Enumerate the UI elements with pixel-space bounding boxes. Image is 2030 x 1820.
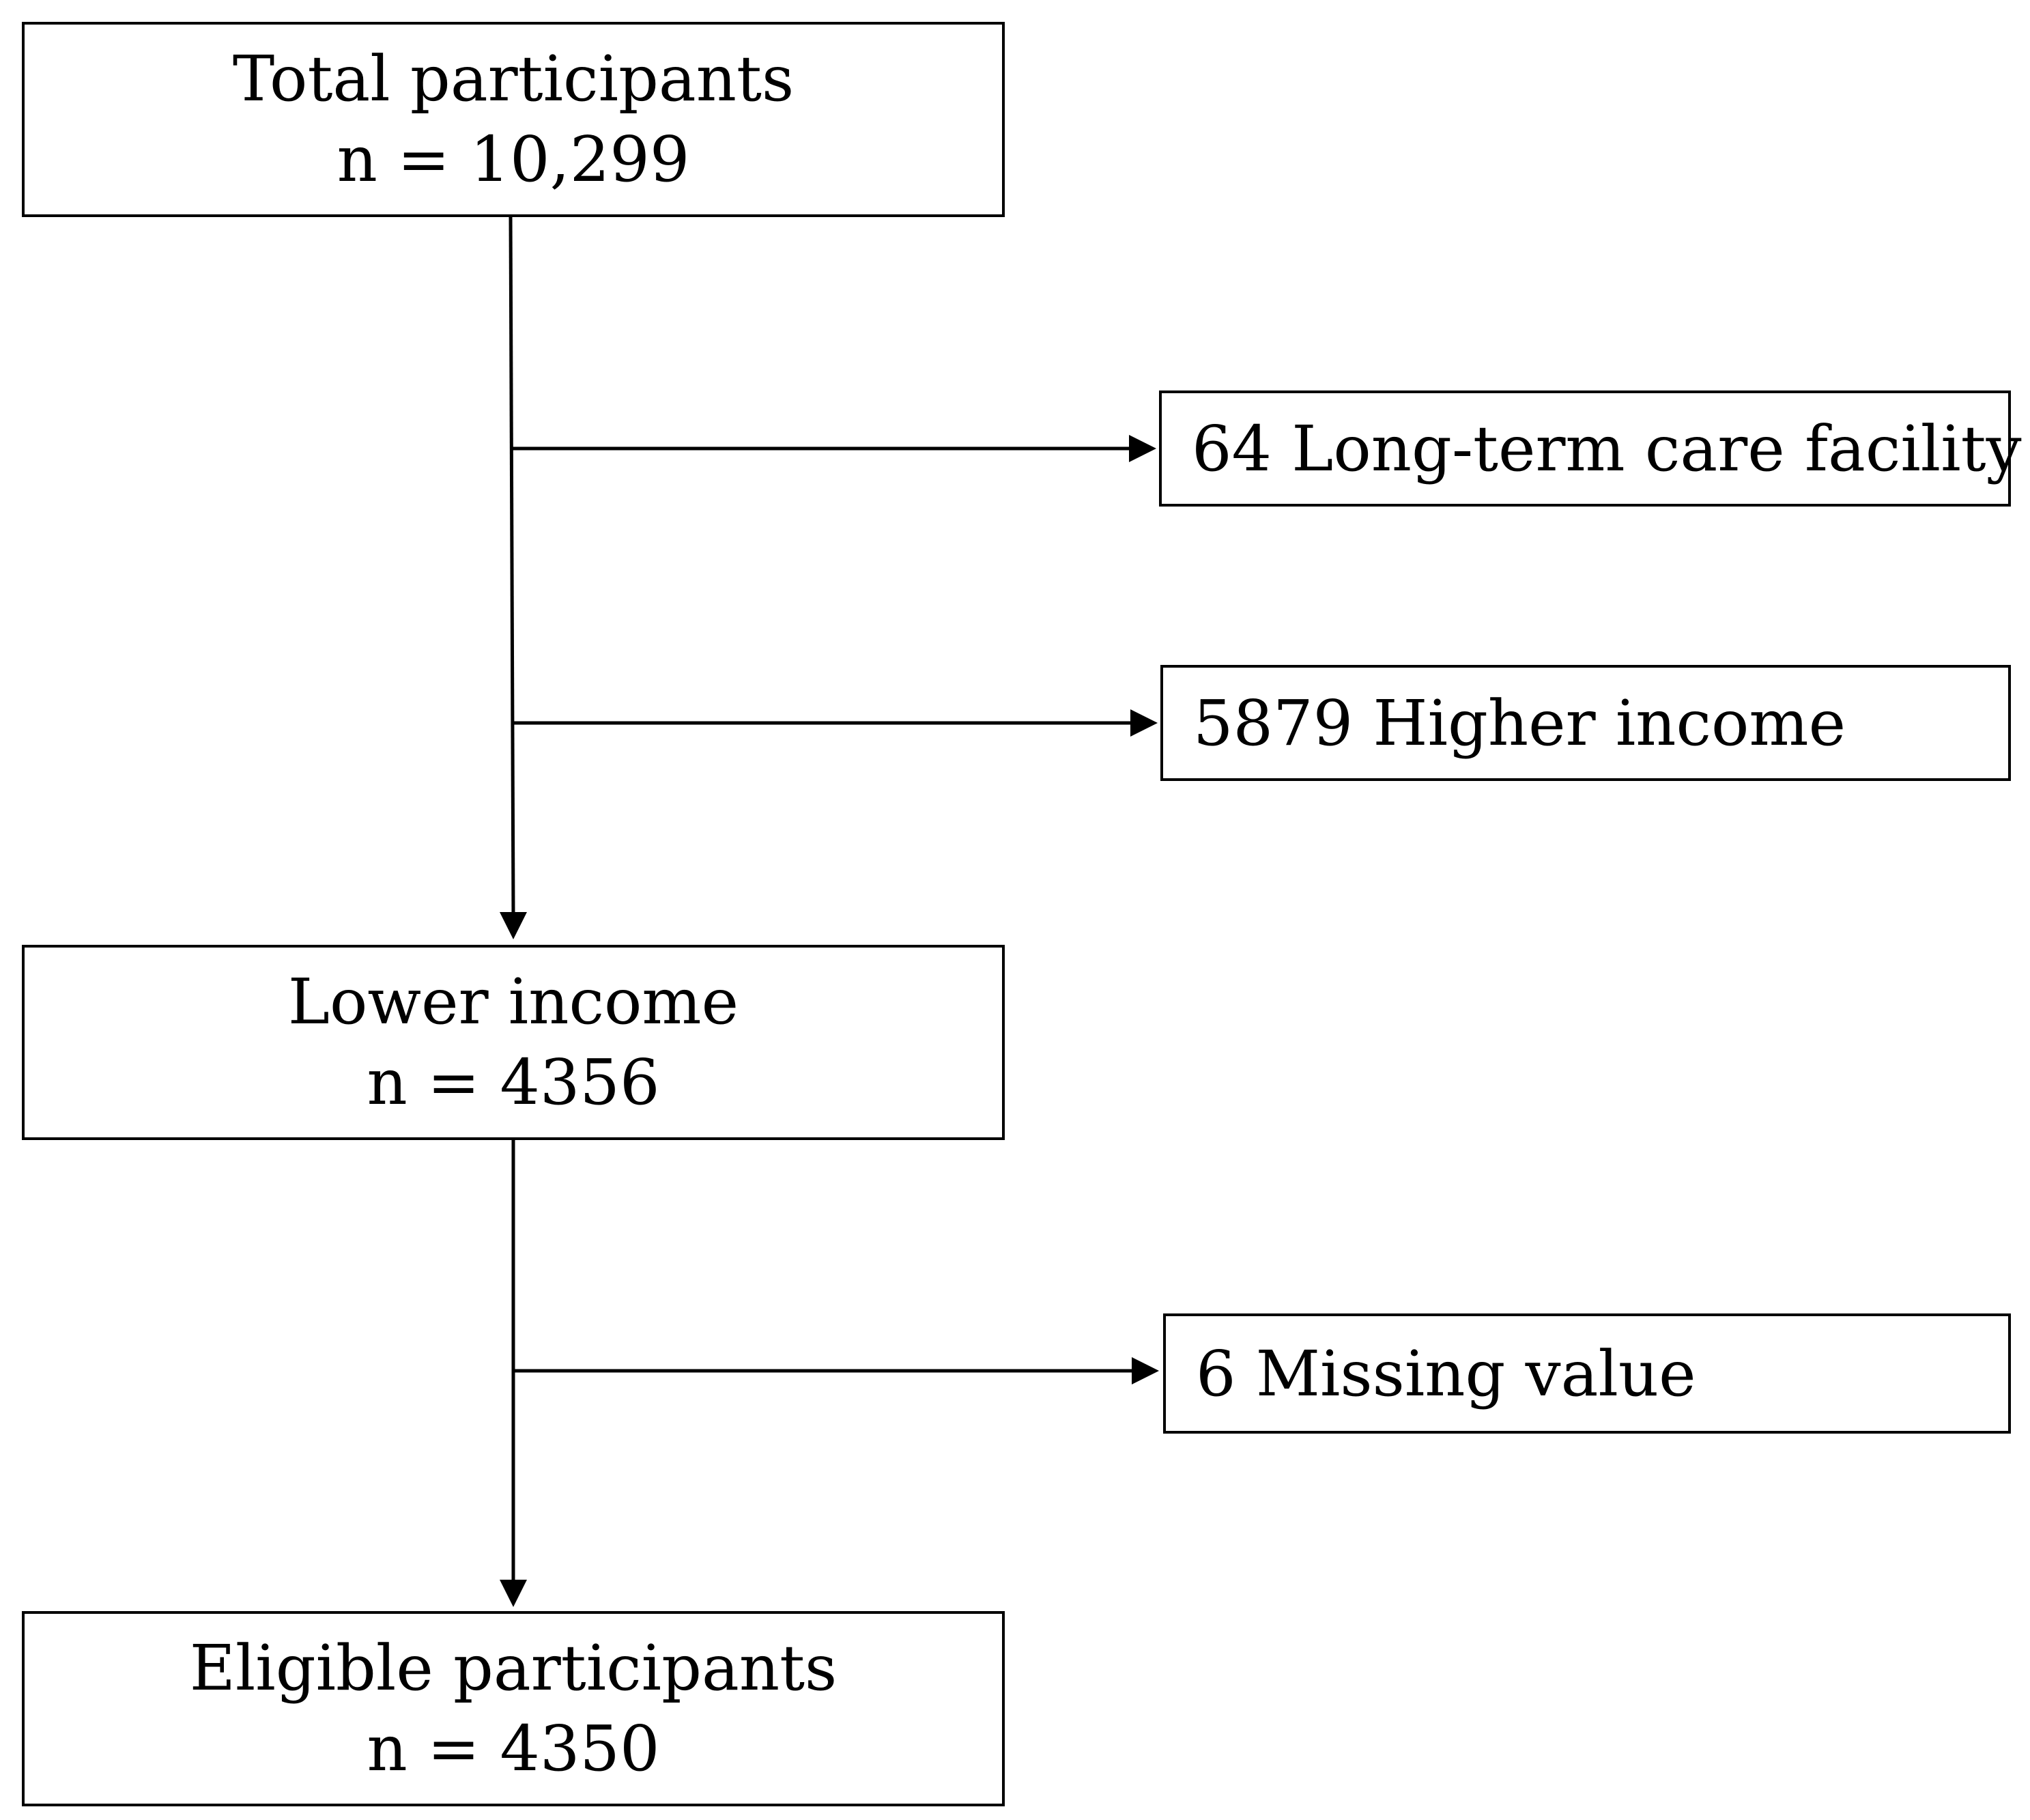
total-participants-title: Total participants bbox=[232, 42, 795, 115]
arrowhead-to-ltc bbox=[1129, 435, 1156, 462]
lower-income-box: Lower income n = 4356 bbox=[22, 945, 1005, 1140]
eligible-participants-box: Eligible participants n = 4350 bbox=[22, 1611, 1005, 1806]
lower-income-count: n = 4356 bbox=[367, 1046, 660, 1119]
exclusion-income-label: 5879 Higher income bbox=[1193, 686, 1846, 760]
eligible-participants-count: n = 4350 bbox=[367, 1712, 660, 1785]
eligible-participants-title: Eligible participants bbox=[189, 1632, 838, 1705]
arrowhead-to-lower bbox=[500, 912, 527, 939]
arrowhead-to-income bbox=[1130, 709, 1158, 737]
exclusion-missing-label: 6 Missing value bbox=[1196, 1337, 1696, 1410]
exclusion-ltc-label: 64 Long-term care facility bbox=[1192, 412, 2022, 485]
total-participants-count: n = 10,299 bbox=[337, 123, 690, 196]
exclusion-box-ltc: 64 Long-term care facility bbox=[1159, 390, 2022, 507]
total-participants-box: Total participants n = 10,299 bbox=[22, 22, 1005, 217]
trunk-line-upper bbox=[509, 216, 515, 915]
exclusion-box-missing-value: 6 Missing value bbox=[1163, 1313, 2011, 1434]
arrowhead-to-missing bbox=[1132, 1357, 1159, 1384]
lower-income-title: Lower income bbox=[287, 965, 739, 1038]
exclusion-box-higher-income: 5879 Higher income bbox=[1160, 665, 2011, 781]
arrowhead-to-eligible bbox=[500, 1580, 527, 1607]
